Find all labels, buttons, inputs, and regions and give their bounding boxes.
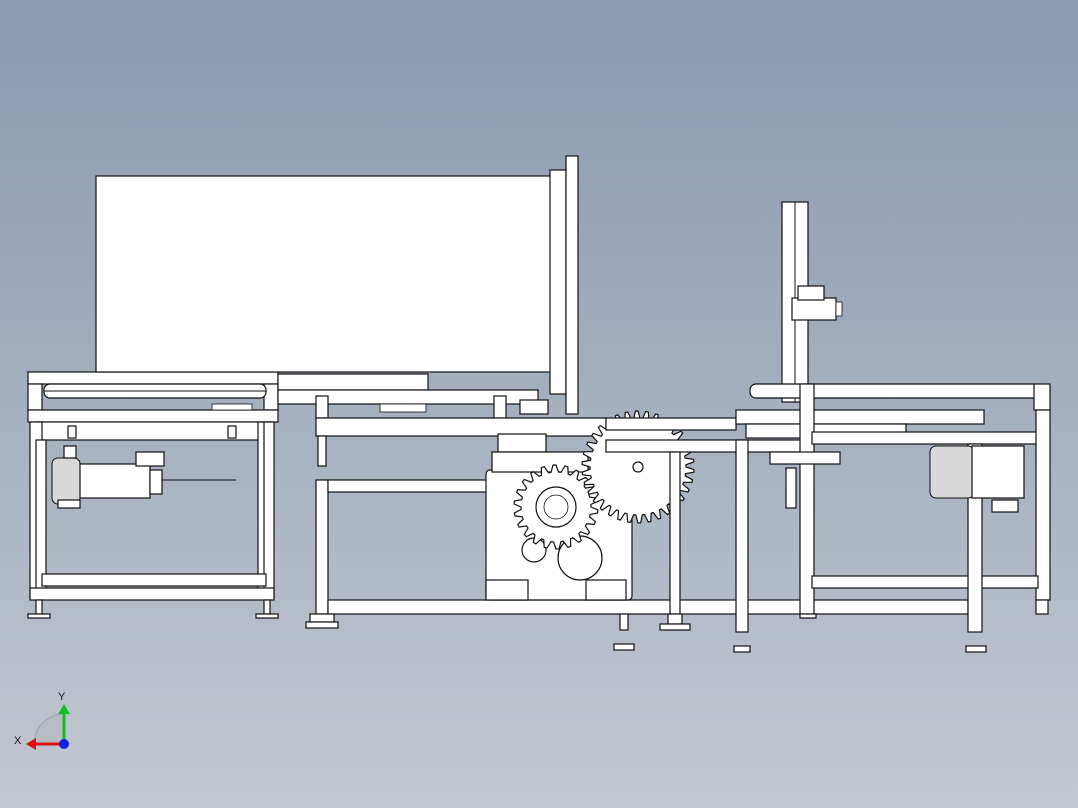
left-conveyor-table <box>27 371 279 619</box>
coordinate-triad: Y X <box>14 691 70 750</box>
x-axis-head <box>26 738 36 750</box>
x-axis-label: X <box>14 735 22 747</box>
y-axis-head <box>58 704 70 714</box>
vertical-post <box>781 201 843 403</box>
large-panel <box>95 155 579 415</box>
z-axis-dot <box>59 739 69 749</box>
triad-plane <box>33 713 65 745</box>
right-conveyor-table <box>735 383 1051 653</box>
small-gear <box>513 464 599 550</box>
y-axis-label: Y <box>58 691 66 703</box>
